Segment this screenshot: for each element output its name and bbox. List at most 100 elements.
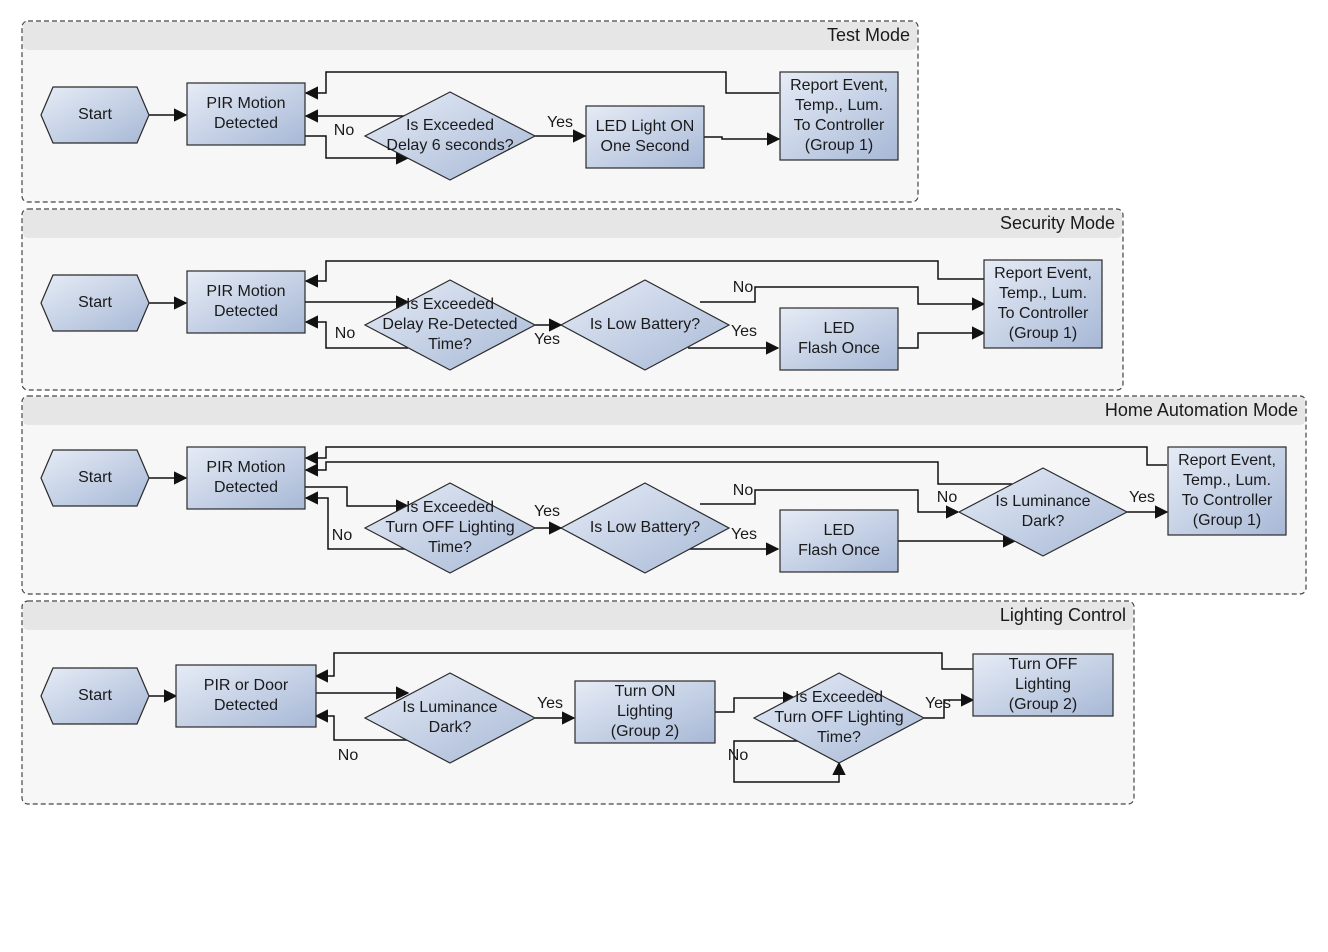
edge-h-delay-to-h-pir: No [304,491,408,550]
node-s-report-line-2: Temp., Lum. [999,285,1087,302]
edge-label-no: No [334,122,355,139]
lane-header-bar [23,602,1133,630]
edge-t-pir-to-t-delay [305,135,410,165]
edge-l-lum-to-l-pir: No [314,709,408,764]
edge-h-batt-to-h-led: Yes [688,526,780,556]
connector-arrow [924,693,975,719]
connector-arrow [314,652,973,683]
start-hexagon [40,86,150,144]
decision-diamond [957,467,1129,557]
node-t-delay-line-1: Is Exceeded [406,117,494,134]
node-l-start: Start [40,667,150,725]
edge-h-report-to-h-pir [304,446,1167,466]
connector-arrow [733,740,846,783]
node-t-pir-line-1: PIR Motion [206,95,285,112]
connector-arrow [304,315,408,349]
edge-label-yes: Yes [1129,489,1155,506]
connector-arrow [704,132,781,146]
node-l-on-line-1: Turn ON [615,683,676,700]
node-s-batt-line-1: Is Low Battery? [590,316,700,333]
node-s-report-line-4: (Group 1) [1009,325,1077,342]
node-l-pir-line-1: PIR or Door [204,677,289,694]
node-h-batt-line-1: Is Low Battery? [590,519,700,536]
edge-s-led-to-s-report [897,326,986,349]
node-t-led-line-2: One Second [601,138,690,155]
node-h-delay-line-2: Turn OFF Lighting [385,519,514,536]
node-s-pir-line-1: PIR Motion [206,283,285,300]
node-t-start: Start [40,86,150,144]
process-box [175,664,317,728]
node-s-batt: Is Low Battery? [559,279,731,371]
decision-diamond [363,91,537,181]
node-h-delay-line-3: Time? [428,539,472,556]
process-box [779,71,899,161]
edge-t-delay-to-t-led: Yes [535,114,587,143]
edge-h-batt-to-h-lum: No [700,482,960,519]
process-box [574,680,716,744]
node-s-delay-line-1: Is Exceeded [406,296,494,313]
node-l-lum-line-2: Dark? [429,719,472,736]
edge-h-lum-to-h-report: Yes [1127,489,1169,519]
node-t-led: LED Light ON One Second [585,105,705,169]
node-h-report: Report Event,Temp., Lum.To Controller(Gr… [1167,446,1287,536]
node-l-off-line-3: (Group 2) [1009,696,1077,713]
edge-s-delay-to-s-pir: No [304,315,408,349]
node-h-report-line-4: (Group 1) [1193,512,1261,529]
connector-arrow [304,71,779,100]
connector-arrow [305,135,410,165]
decision-diamond [363,482,537,574]
connector-arrow [304,446,1167,466]
node-l-off-line-1: Turn OFF [1009,656,1078,673]
node-h-batt: Is Low Battery? [559,482,731,574]
node-t-led-line-1: LED Light ON [596,118,695,135]
node-l-lum-line-1: Is Luminance [402,699,497,716]
connector-arrow [700,286,986,311]
lane-header-bar [23,210,1122,238]
node-h-report-line-1: Report Event, [1178,452,1276,469]
process-box [186,82,306,146]
node-t-report-line-4: (Group 1) [805,137,873,154]
edge-t-delay-to-t-pir: No [304,109,408,139]
lane-title: Security Mode [1000,213,1115,233]
edge-h-delay-to-h-batt: Yes [534,503,563,535]
connector-arrow [314,709,408,741]
node-s-led-line-2: Flash Once [798,340,880,357]
node-h-pir-line-2: Detected [214,479,278,496]
node-h-led-line-1: LED [823,522,854,539]
node-l-delay-line-1: Is Exceeded [795,689,883,706]
edge-t-led-to-t-report [704,132,781,146]
edge-t-report-to-t-pir [304,71,779,100]
edge-label-no: No [335,325,356,342]
edge-s-batt-to-s-report: No [700,279,986,311]
connector-arrow [304,461,1012,485]
process-box [779,307,899,371]
edge-label-no: No [937,489,958,506]
node-h-led-line-2: Flash Once [798,542,880,559]
process-box [186,270,306,334]
edge-label-no: No [338,747,359,764]
node-l-off-line-2: Lighting [1015,676,1071,693]
node-l-delay-line-2: Turn OFF Lighting [774,709,903,726]
edge-l-lum-to-l-on: Yes [535,695,576,725]
node-l-start-line-1: Start [78,687,112,704]
connector-arrow [700,489,960,519]
node-t-report-line-2: Temp., Lum. [795,97,883,114]
lane-title: Test Mode [827,25,910,45]
edge-label-yes: Yes [731,526,757,543]
node-l-off: Turn OFF Lighting (Group 2) [972,653,1114,717]
edge-h-lum-to-h-pir: No [304,461,1012,506]
process-box [972,653,1114,717]
edge-s-batt-to-s-led: Yes [688,323,780,355]
process-box [585,105,705,169]
node-t-report-line-3: To Controller [794,117,885,134]
node-s-report-line-3: To Controller [998,305,1089,322]
